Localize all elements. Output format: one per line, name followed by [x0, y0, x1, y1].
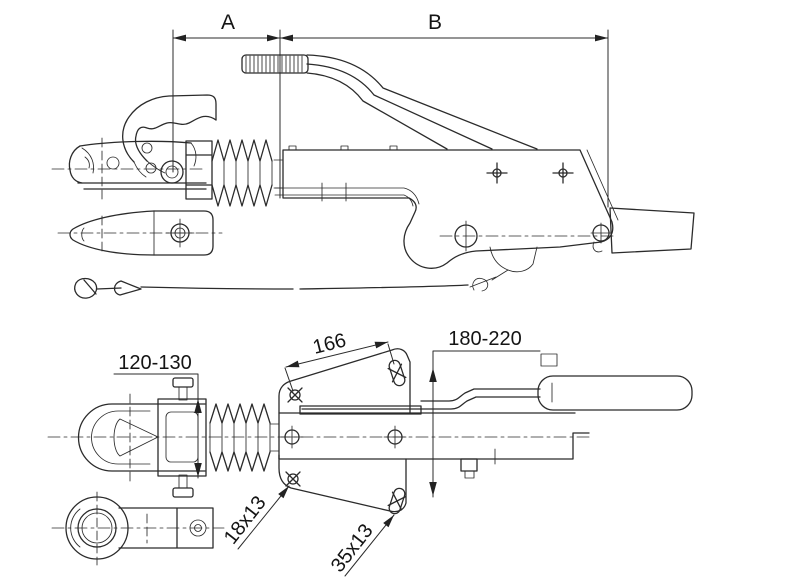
leader-18x13 — [237, 485, 290, 550]
head-pivot — [160, 160, 184, 184]
dim-a-label: A — [221, 11, 235, 34]
cable-hook — [74, 277, 98, 299]
upper-flange — [278, 348, 411, 414]
dim-120-130-label: 120-130 — [118, 352, 191, 374]
coupling-head-side — [51, 94, 217, 203]
breakaway-cable — [74, 277, 469, 299]
dim-120-130-lines — [113, 373, 199, 479]
dim-180-220-lines — [432, 350, 541, 498]
dim-b-label: B — [428, 11, 442, 34]
center-holes — [280, 425, 407, 449]
dimension-a-b: A B — [172, 11, 609, 208]
dim-180-220-label: 180-220 — [448, 328, 521, 350]
dim-166-line — [285, 341, 389, 368]
housing-plan — [278, 412, 590, 460]
side-view — [74, 54, 695, 299]
clamp-bolt-top — [172, 377, 194, 388]
handbrake-lever — [306, 54, 538, 150]
boot-collar — [185, 140, 213, 200]
plan-view — [47, 348, 693, 515]
cable-bracket — [489, 246, 538, 273]
slot-holes — [285, 359, 407, 515]
rivet-marks — [486, 162, 574, 184]
leader-35x13 — [344, 514, 395, 577]
lower-flange — [278, 454, 407, 513]
bellows-side — [211, 139, 284, 207]
brake-rod — [274, 182, 420, 207]
bolt-plan — [460, 458, 478, 472]
release-handle — [122, 94, 217, 163]
handbrake-handle-plan — [537, 375, 693, 411]
drawbar-eye-side — [57, 210, 223, 256]
head-capsule — [77, 403, 206, 472]
lever-strip — [299, 405, 422, 415]
drawbar-tube — [609, 207, 695, 254]
lever-arm — [420, 388, 541, 410]
drawbar-eye-plan — [51, 491, 225, 566]
grip-hatching — [245, 55, 303, 73]
bellows-plan — [209, 403, 271, 424]
dim-166-extensions — [284, 343, 395, 392]
clamp-block — [157, 398, 207, 477]
dim-166-label: 166 — [311, 329, 349, 358]
slot-35x13-label: 35x13 — [327, 520, 378, 576]
plan-dimensions: 120-130 166 180-220 18x13 35x13 — [113, 328, 541, 577]
clamp-bolt-bottom — [172, 487, 194, 498]
